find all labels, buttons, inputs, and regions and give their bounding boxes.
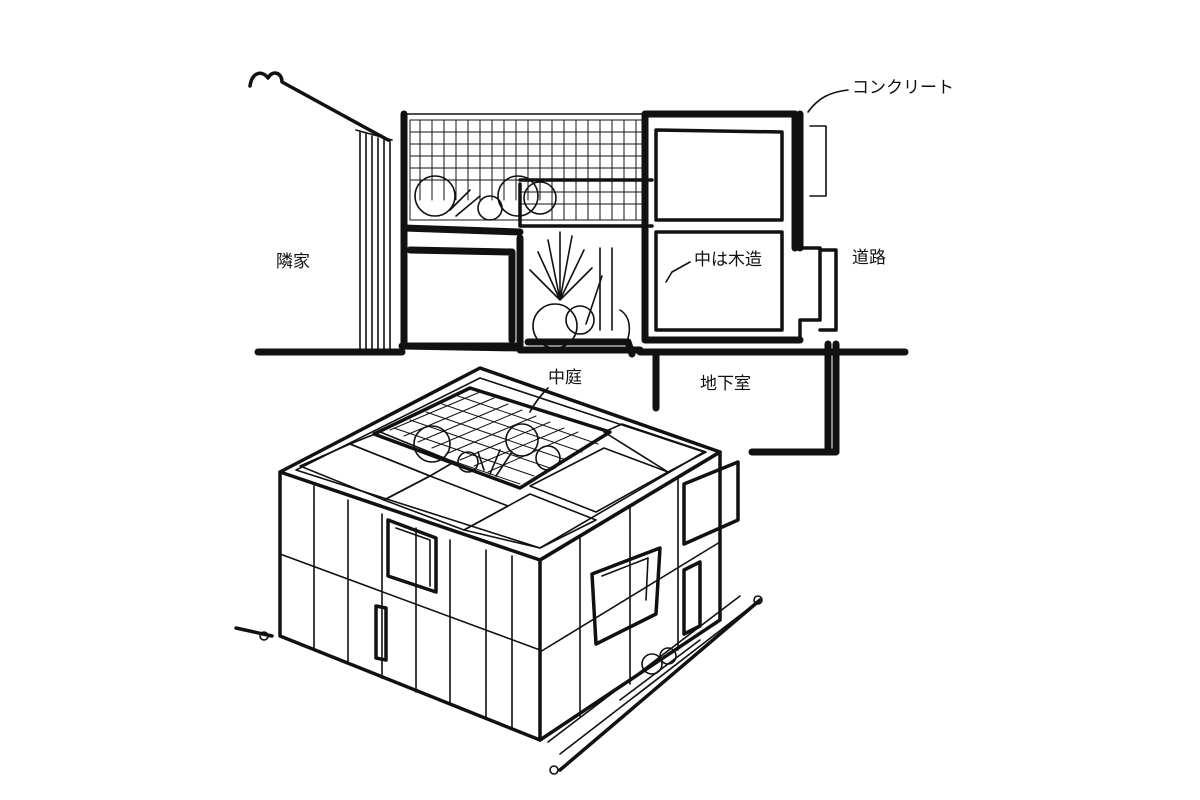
left-facade [278, 470, 542, 742]
neighbor-wall [355, 129, 393, 353]
road-steps [798, 246, 822, 342]
section-drawing [248, 71, 909, 456]
right-upper-room [654, 128, 784, 222]
concrete-label: コンクリート [852, 78, 954, 98]
upper-window-left [386, 518, 438, 594]
left-lower-room [406, 246, 516, 344]
courtyard-plants [414, 175, 595, 349]
door-slit [374, 604, 388, 662]
roof-panels [299, 423, 707, 549]
axo-courtyard [372, 386, 612, 490]
wood-interior-label: 中は木造 [694, 250, 762, 270]
ground-line [254, 342, 909, 356]
wood-leader [665, 261, 691, 283]
entrance-opening [682, 560, 702, 636]
courtyard-label: 中庭 [548, 368, 582, 388]
bay-window-upper [682, 460, 740, 546]
neighbor-roof-line [248, 71, 390, 142]
axo-courtyard-plants [413, 423, 561, 477]
neighbor-label: 隣家 [276, 252, 310, 272]
concrete-leader [807, 89, 849, 113]
courtyard-trellis [409, 119, 646, 221]
right-volume-outer [641, 110, 804, 344]
road-label: 道路 [852, 248, 886, 268]
courtyard-floor [524, 338, 636, 358]
site-boundary [234, 598, 762, 772]
basement-walls [652, 340, 840, 456]
left-upper-slab [400, 224, 524, 236]
right-lower-room [654, 230, 784, 332]
axonometric-view [234, 366, 763, 775]
street-plants [641, 647, 677, 675]
bay-window-lower [590, 546, 662, 646]
basement-label: 地下室 [700, 374, 751, 394]
